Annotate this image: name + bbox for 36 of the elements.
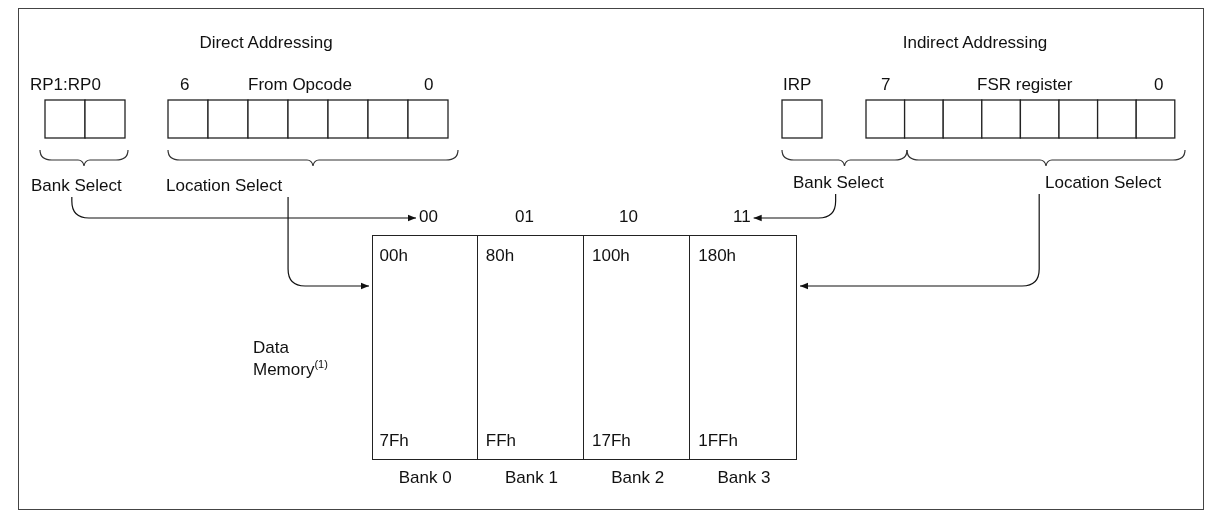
memory-map-box — [372, 235, 797, 460]
register-label: From Opcode — [248, 75, 352, 95]
start-address: 100h — [592, 245, 630, 266]
bank-label: Bank 0 — [398, 468, 452, 488]
bank-label: Bank 3 — [717, 468, 771, 488]
bank-label: Bank 1 — [504, 468, 558, 488]
start-address: 00h — [379, 245, 408, 266]
bank-code: 00 — [419, 207, 438, 227]
select-label: Location Select — [166, 176, 283, 196]
bit-number: 6 — [180, 75, 190, 95]
end-address: 17Fh — [592, 430, 631, 451]
select-label: Bank Select — [31, 176, 122, 196]
start-address: 180h — [698, 245, 737, 266]
arrow — [799, 193, 1040, 290]
bank-label: Bank 2 — [611, 468, 665, 488]
bit-number: 0 — [1154, 75, 1164, 95]
section-heading: Indirect Addressing — [902, 33, 1048, 53]
bit-number: 0 — [424, 75, 434, 95]
bank-code: 01 — [515, 207, 534, 227]
select-label: Bank Select — [793, 173, 884, 193]
memory-label: Data Memory$^{(1)}$ — [253, 337, 329, 381]
register-label: FSR register — [977, 75, 1073, 95]
register-label: RP1:RP0 — [30, 75, 101, 95]
section-heading: Direct Addressing — [199, 33, 333, 53]
bank-code: 11 — [733, 207, 751, 227]
end-address: FFh — [485, 430, 516, 451]
select-label: Location Select — [1045, 173, 1162, 193]
bank-code: 10 — [619, 207, 638, 227]
end-address: 7Fh — [379, 430, 409, 451]
arrow — [71, 196, 417, 222]
arrow — [753, 193, 837, 222]
end-address: 1FFh — [698, 430, 738, 451]
start-address: 80h — [485, 245, 515, 266]
bit-number: 7 — [881, 75, 891, 95]
register-label: IRP — [783, 75, 812, 95]
arrow — [287, 196, 370, 290]
